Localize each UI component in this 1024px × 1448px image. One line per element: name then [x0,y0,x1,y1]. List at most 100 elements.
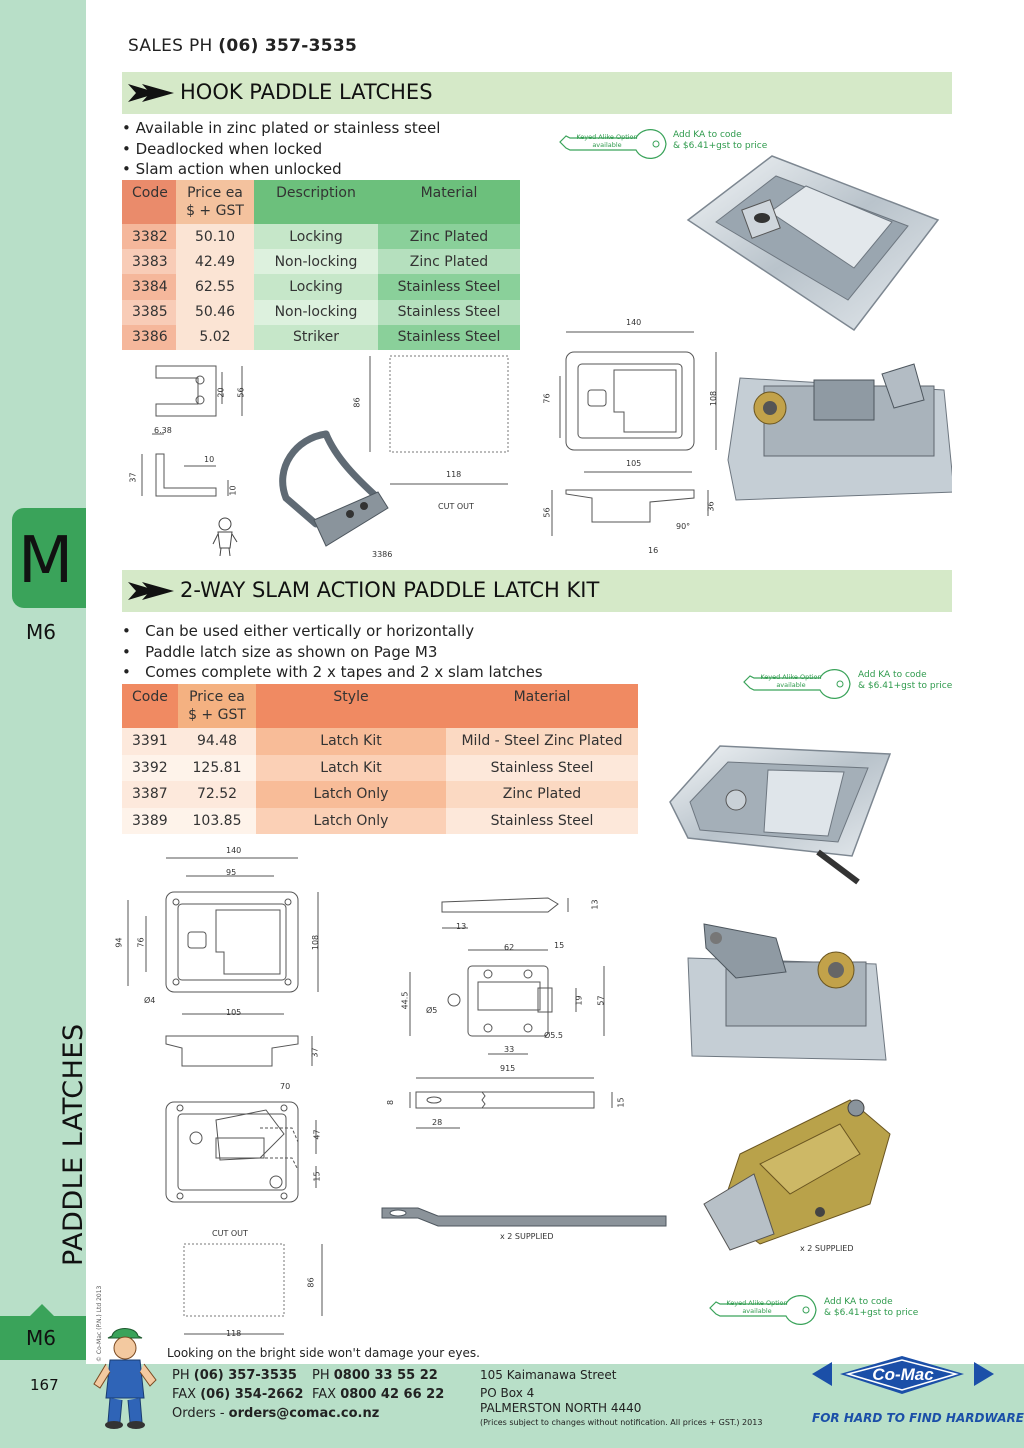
ka-price-note: Add KA to code& $6.41+gst to price [858,670,952,692]
slogan: FOR HARD TO FIND HARDWARE [812,1411,1024,1425]
dimension-label: Ø5.5 [544,1031,564,1040]
cell-price: 50.10 [176,224,254,250]
ka-note-line2: & $6.41+gst to price [824,1308,919,1318]
cell-price: 50.46 [176,299,254,325]
ka-price-note: Add KA to code& $6.41+gst to price [824,1297,918,1319]
latch-drawing [551,331,717,536]
section-header-slam: 2-WAY SLAM ACTION PADDLE LATCH KIT [122,570,952,612]
dimension-label: 70 [280,1082,291,1091]
feature-item: Available in zinc plated or stainless st… [122,118,441,139]
sales-phone-header: SALES PH (06) 357-3535 [128,36,357,56]
table-header-row: Code Price ea$ + GST Description Materia… [122,180,520,224]
ka-note-line2: & $6.41+gst to price [673,141,768,151]
footer-phone-value: (06) 357-3535 [193,1368,297,1383]
double-arrow-icon [128,84,174,102]
dimension-label: 76 [542,393,552,404]
footer-orders: Orders - orders@comac.co.nz [172,1406,379,1421]
dimension-label: 36 [706,501,716,512]
dimension-label: 15 [312,1171,322,1182]
header-description: Description [254,180,378,224]
footer-fax-value: (06) 354-2662 [200,1387,304,1402]
dimension-label: 56 [542,507,552,518]
logo-text: Co-Mac [872,1365,934,1384]
dimension-label: 28 [432,1118,443,1127]
striker-photo [279,430,389,547]
ka-price-note: Add KA to code& $6.41+gst to price [673,130,767,152]
ka-note-line2: & $6.41+gst to price [858,681,953,691]
latch-kit-drawing [127,857,319,1067]
dimension-label: 56 [236,387,246,398]
cell-price: 62.55 [176,274,254,300]
footer-fax-label: FAX [172,1387,201,1402]
latch-rear-photo [727,363,952,501]
feature-list: Can be used either vertically or horizon… [122,621,543,683]
feature-item: Slam action when unlocked [122,159,440,180]
feature-item: Can be used either vertically or horizon… [122,621,543,642]
section-header-hook: HOOK PADDLE LATCHES [122,72,952,114]
feature-item: Paddle latch size as shown on Page M3 [122,642,543,663]
footer-freephone-value: 0800 33 55 22 [333,1368,438,1383]
cell-description: Non-locking [254,249,378,275]
cell-code: 3389 [122,807,178,834]
footer-freefax: FAX 0800 42 66 22 [312,1387,444,1402]
sidebar [0,0,86,1448]
header-style: Style [256,684,446,728]
cell-material: Stainless Steel [378,299,520,325]
dimension-label: 140 [226,846,242,855]
section-letter: M [18,524,74,598]
cell-style: Latch Only [256,807,446,834]
dimension-label: 37 [310,1047,320,1058]
footer-orders-email[interactable]: orders@comac.co.nz [228,1406,380,1421]
cutout-label: CUT OUT [212,1229,248,1238]
ka-note-line1: Add KA to code [858,670,927,680]
header-code: Code [122,180,176,224]
cell-price: 103.85 [178,807,256,834]
dimension-label: 86 [352,397,362,408]
latch-kit-rear-drawing [165,1101,317,1203]
dimension-label: 108 [311,934,321,951]
paddle-latch-photo [686,155,940,332]
section-code-bottom: M6 [0,1304,86,1360]
double-arrow-icon [128,582,174,600]
dimension-label: 10 [204,455,215,464]
dimension-label: 37 [128,472,138,483]
dimension-label: 105 [626,459,642,468]
dimension-label: 13 [456,922,467,931]
dimension-label: 108 [709,390,719,407]
cell-price: 5.02 [176,324,254,350]
dimension-label: 57 [596,995,606,1006]
dimension-label: 95 [226,868,237,877]
cell-price: 94.48 [178,728,256,755]
cell-code: 3385 [122,299,176,325]
dimension-label: 20 [216,387,226,398]
dimension-label: 118 [446,470,462,479]
section-code-top: M6 [26,620,56,644]
keyed-alike-line2: available [592,140,622,149]
cell-description: Locking [254,224,378,250]
dimension-label: 33 [504,1045,515,1054]
dimension-label: 8 [386,1099,396,1106]
keyed-alike-line2: available [742,1306,772,1315]
header-material: Material [378,180,520,224]
key-tag-icon [709,1295,817,1325]
address-line: PO Box 4 [480,1386,535,1400]
address-line: 105 Kaimanawa Street [480,1368,617,1382]
dimension-label: 16 [648,546,659,555]
dimension-label: 13 [590,899,600,910]
tagline: Looking on the bright side won't damage … [167,1346,480,1360]
sales-label: SALES PH [128,36,219,56]
dimension-label: 6.38 [154,426,172,435]
header-code: Code [122,684,178,728]
sales-phone: (06) 357-3535 [218,36,358,56]
dimension-label: 86 [306,1277,316,1288]
dimension-label: 94 [114,937,124,948]
cell-material: Stainless Steel [446,807,638,834]
header-price-line2: $ + GST [188,707,246,723]
mascot-icon [212,517,238,557]
